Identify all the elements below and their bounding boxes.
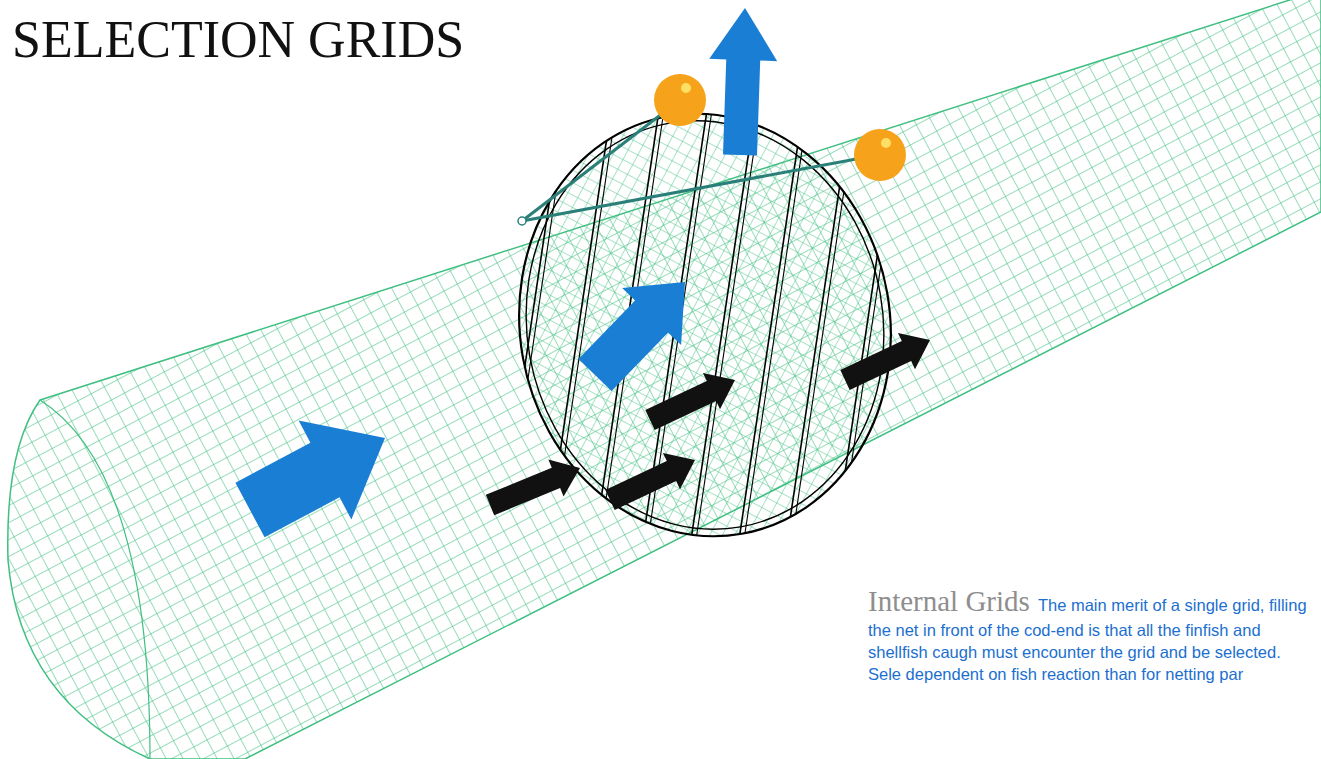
section-heading: Internal Grids [868, 585, 1030, 617]
float-rig [518, 74, 906, 225]
flow-arrow [486, 459, 580, 515]
selection-grid [400, 84, 955, 566]
flow-arrow [578, 282, 685, 391]
flow-arrow [235, 421, 385, 538]
net-tube [8, 0, 1321, 759]
flow-arrow [709, 8, 777, 156]
title: SELECTION GRIDS [12, 11, 464, 68]
flow-arrow [605, 453, 695, 510]
flow-arrow [840, 333, 930, 390]
grid-bar [400, 90, 475, 560]
flow-arrows [235, 8, 930, 537]
flow-arrow [645, 373, 735, 430]
